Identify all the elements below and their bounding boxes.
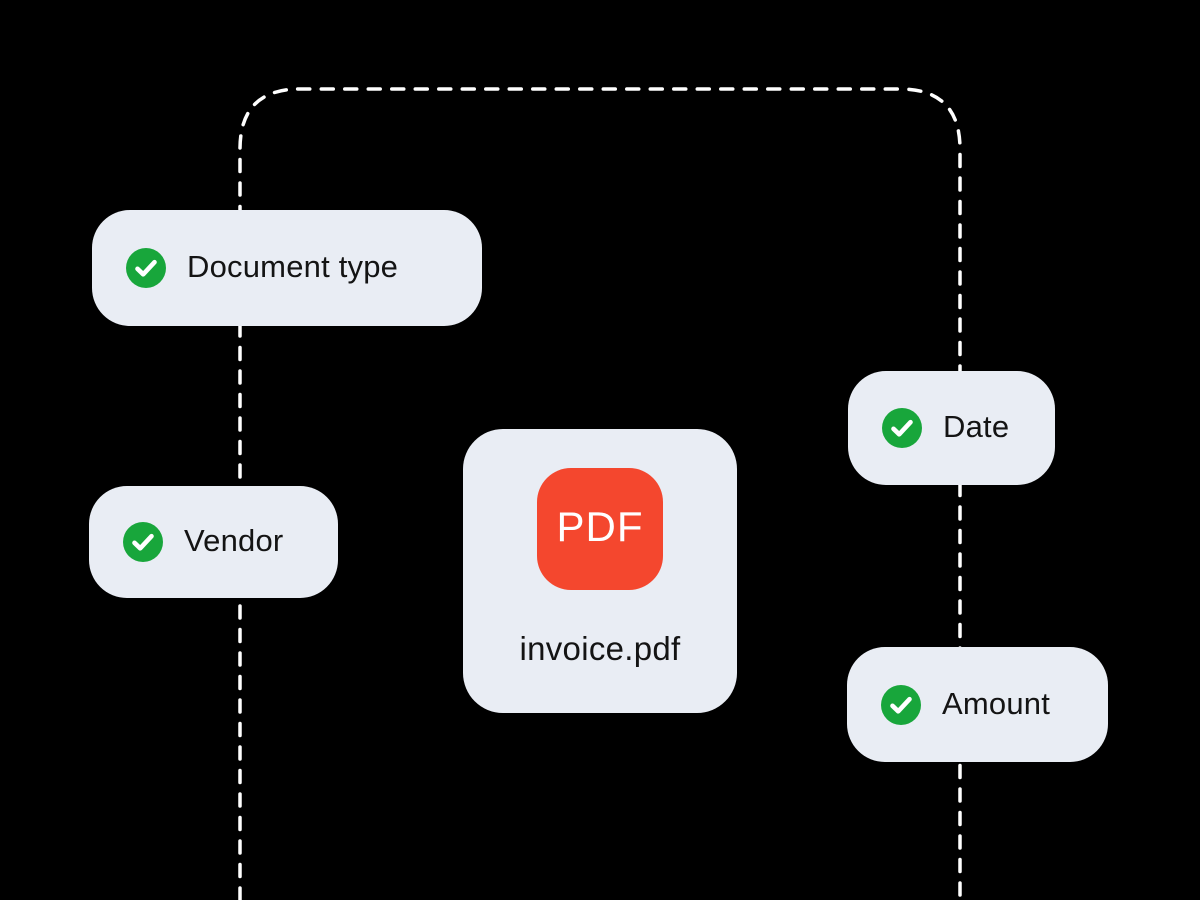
check-icon [126, 248, 166, 288]
field-chip-amount: Amount [847, 647, 1108, 762]
field-chip-document-type: Document type [92, 210, 482, 326]
file-name: invoice.pdf [519, 630, 681, 667]
check-icon [881, 684, 921, 725]
field-label: Vendor [184, 523, 284, 558]
field-chip-date: Date [848, 371, 1055, 485]
check-icon [882, 408, 922, 448]
document-card: PDF invoice.pdf [463, 429, 737, 713]
pdf-file-icon: PDF [537, 468, 663, 590]
field-label: Document type [187, 249, 399, 284]
field-chip-vendor: Vendor [89, 486, 338, 598]
field-label: Date [943, 409, 1010, 444]
field-label: Amount [942, 685, 1051, 721]
pdf-icon-label: PDF [556, 503, 644, 550]
check-icon [123, 522, 163, 562]
